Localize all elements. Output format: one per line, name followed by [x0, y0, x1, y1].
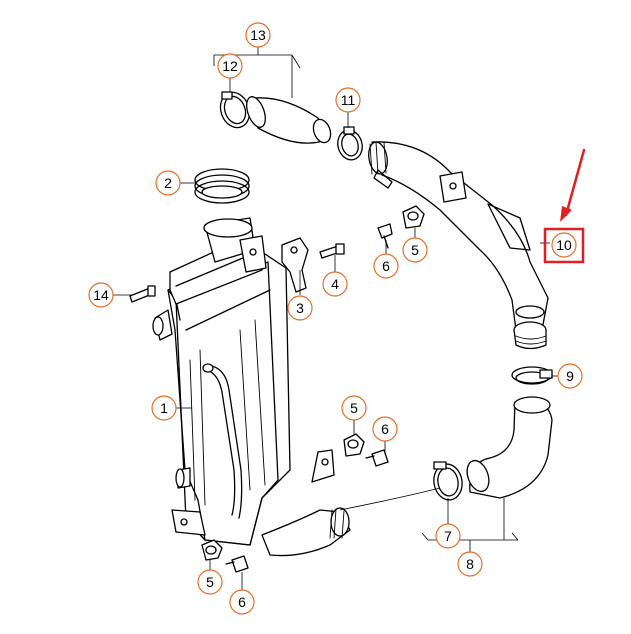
callout-6-upper: 6	[373, 253, 399, 279]
screw-6-upper	[377, 223, 393, 249]
intercooler	[152, 217, 351, 557]
callout-5-upper: 5	[402, 237, 428, 263]
nut-5-middle	[343, 433, 365, 457]
callout-10-highlighted: 10	[543, 227, 585, 264]
svg-text:7: 7	[444, 528, 452, 544]
screw-14	[129, 285, 156, 303]
svg-text:11: 11	[341, 92, 356, 108]
hose-13	[246, 96, 332, 144]
svg-text:2: 2	[164, 175, 172, 191]
svg-text:5: 5	[411, 242, 419, 258]
svg-text:13: 13	[250, 27, 266, 43]
clamp-7	[433, 461, 463, 501]
screw-6-bottom	[225, 555, 249, 573]
callout-4: 4	[322, 271, 348, 297]
callout-6-bottom: 6	[229, 589, 255, 615]
svg-text:1: 1	[160, 400, 168, 416]
clamp-12	[219, 91, 251, 129]
svg-text:8: 8	[466, 556, 474, 572]
callout-6-middle: 6	[372, 416, 398, 442]
svg-text:9: 9	[566, 368, 574, 384]
callout-2: 2	[155, 170, 181, 196]
clamp-2	[194, 168, 250, 204]
callout-3: 3	[287, 295, 313, 321]
screw-4	[319, 243, 345, 259]
nut-5-upper	[402, 205, 425, 229]
svg-text:4: 4	[331, 276, 339, 292]
svg-text:6: 6	[382, 258, 390, 274]
screw-6-middle	[365, 449, 389, 467]
callout-11: 11	[335, 87, 361, 113]
svg-text:14: 14	[93, 287, 109, 303]
callout-8: 8	[457, 551, 483, 577]
callout-12: 12	[217, 53, 243, 79]
svg-text:12: 12	[222, 58, 238, 74]
clamp-11	[337, 126, 363, 161]
callout-7: 7	[435, 523, 461, 549]
callout-5-middle: 5	[341, 395, 367, 421]
charge-pipe-10	[368, 141, 549, 350]
red-arrow-icon	[560, 148, 586, 222]
callout-13: 13	[245, 22, 271, 48]
svg-text:3: 3	[296, 300, 304, 316]
clamp-9	[511, 366, 553, 385]
callout-9: 9	[557, 363, 583, 389]
leader-lines	[113, 47, 558, 590]
highlight-box	[543, 227, 585, 264]
callout-5-bottom: 5	[197, 569, 223, 595]
svg-text:6: 6	[238, 594, 246, 610]
nut-5-bottom	[201, 539, 223, 561]
svg-text:6: 6	[381, 421, 389, 437]
callout-14: 14	[88, 282, 114, 308]
bracket-3	[281, 237, 309, 293]
svg-text:5: 5	[206, 574, 214, 590]
svg-text:5: 5	[350, 400, 358, 416]
svg-text:10: 10	[556, 237, 572, 253]
hose-8	[466, 396, 553, 499]
callout-1: 1	[151, 395, 177, 421]
